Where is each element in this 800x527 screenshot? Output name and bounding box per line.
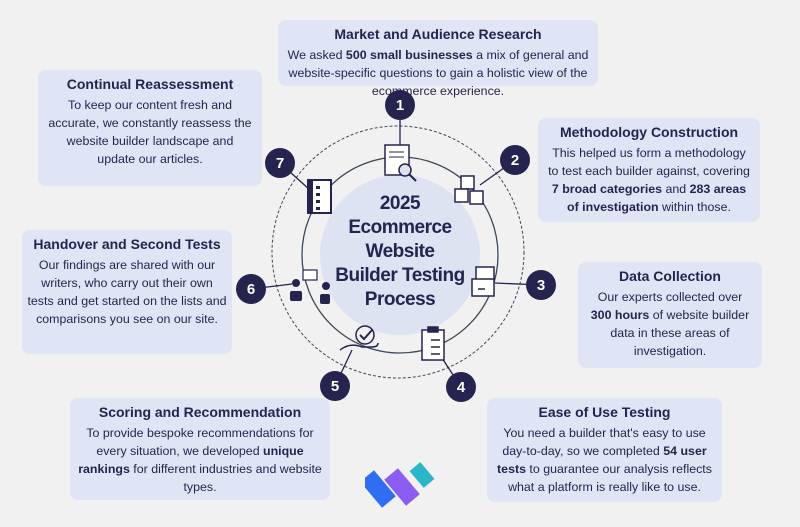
step-badge-2: 2 — [500, 145, 530, 175]
step-body: This helped us form a methodology to tes… — [548, 146, 750, 214]
step-5-scoring: Scoring and Recommendation To provide be… — [70, 398, 330, 500]
step-badge-4: 4 — [446, 372, 476, 402]
step-badge-5: 5 — [320, 371, 350, 401]
checklist-icon — [421, 326, 445, 361]
svg-text:3: 3 — [537, 277, 545, 294]
step-body: To keep our content fresh and accurate, … — [48, 98, 252, 166]
step-body: To provide bespoke recommendations for e… — [78, 426, 322, 494]
svg-text:5: 5 — [331, 378, 339, 395]
step-1-market-research: Market and Audience Research We asked 50… — [278, 20, 598, 98]
step-badge-3: 3 — [526, 270, 556, 300]
step-3-data-collection: Data Collection Our experts collected ov… — [578, 262, 762, 368]
step-body: Our experts collected over 300 hours of … — [590, 290, 750, 358]
title-line: 2025 — [379, 193, 421, 214]
title-line: Website — [365, 241, 435, 262]
title-line: Builder Testing — [335, 265, 465, 286]
step-title: Scoring and Recommendation — [98, 404, 302, 420]
svg-text:6: 6 — [247, 281, 255, 298]
step-title: Ease of Use Testing — [538, 404, 671, 420]
step-6-handover: Handover and Second Tests Our findings a… — [22, 230, 232, 354]
step-title: Methodology Construction — [559, 124, 739, 140]
svg-text:7: 7 — [276, 155, 284, 172]
title-line: Ecommerce — [348, 217, 452, 238]
step-body: You need a builder that's easy to use da… — [497, 426, 712, 494]
hand-check-icon — [339, 325, 379, 351]
step-7-reassessment: Continual Reassessment To keep our conte… — [38, 70, 262, 186]
step-badge-7: 7 — [265, 148, 295, 178]
title-line: Process — [364, 289, 436, 310]
step-title: Market and Audience Research — [334, 26, 542, 42]
step-body: Our findings are shared with our writers… — [27, 258, 227, 326]
svg-text:4: 4 — [457, 379, 466, 396]
step-badge-6: 6 — [236, 274, 266, 304]
step-title: Handover and Second Tests — [33, 236, 221, 252]
center-title: 2025 Ecommerce Website Builder Testing P… — [320, 192, 480, 312]
document-search-icon — [384, 144, 417, 182]
step-4-ease-of-use: Ease of Use Testing You need a builder t… — [487, 398, 722, 502]
step-2-methodology: Methodology Construction This helped us … — [538, 118, 760, 222]
brand-logo — [365, 462, 435, 508]
step-title: Data Collection — [619, 268, 721, 284]
svg-text:2: 2 — [511, 152, 519, 169]
step-title: Continual Reassessment — [66, 76, 234, 92]
step-body: We asked 500 small businesses a mix of g… — [287, 48, 589, 98]
